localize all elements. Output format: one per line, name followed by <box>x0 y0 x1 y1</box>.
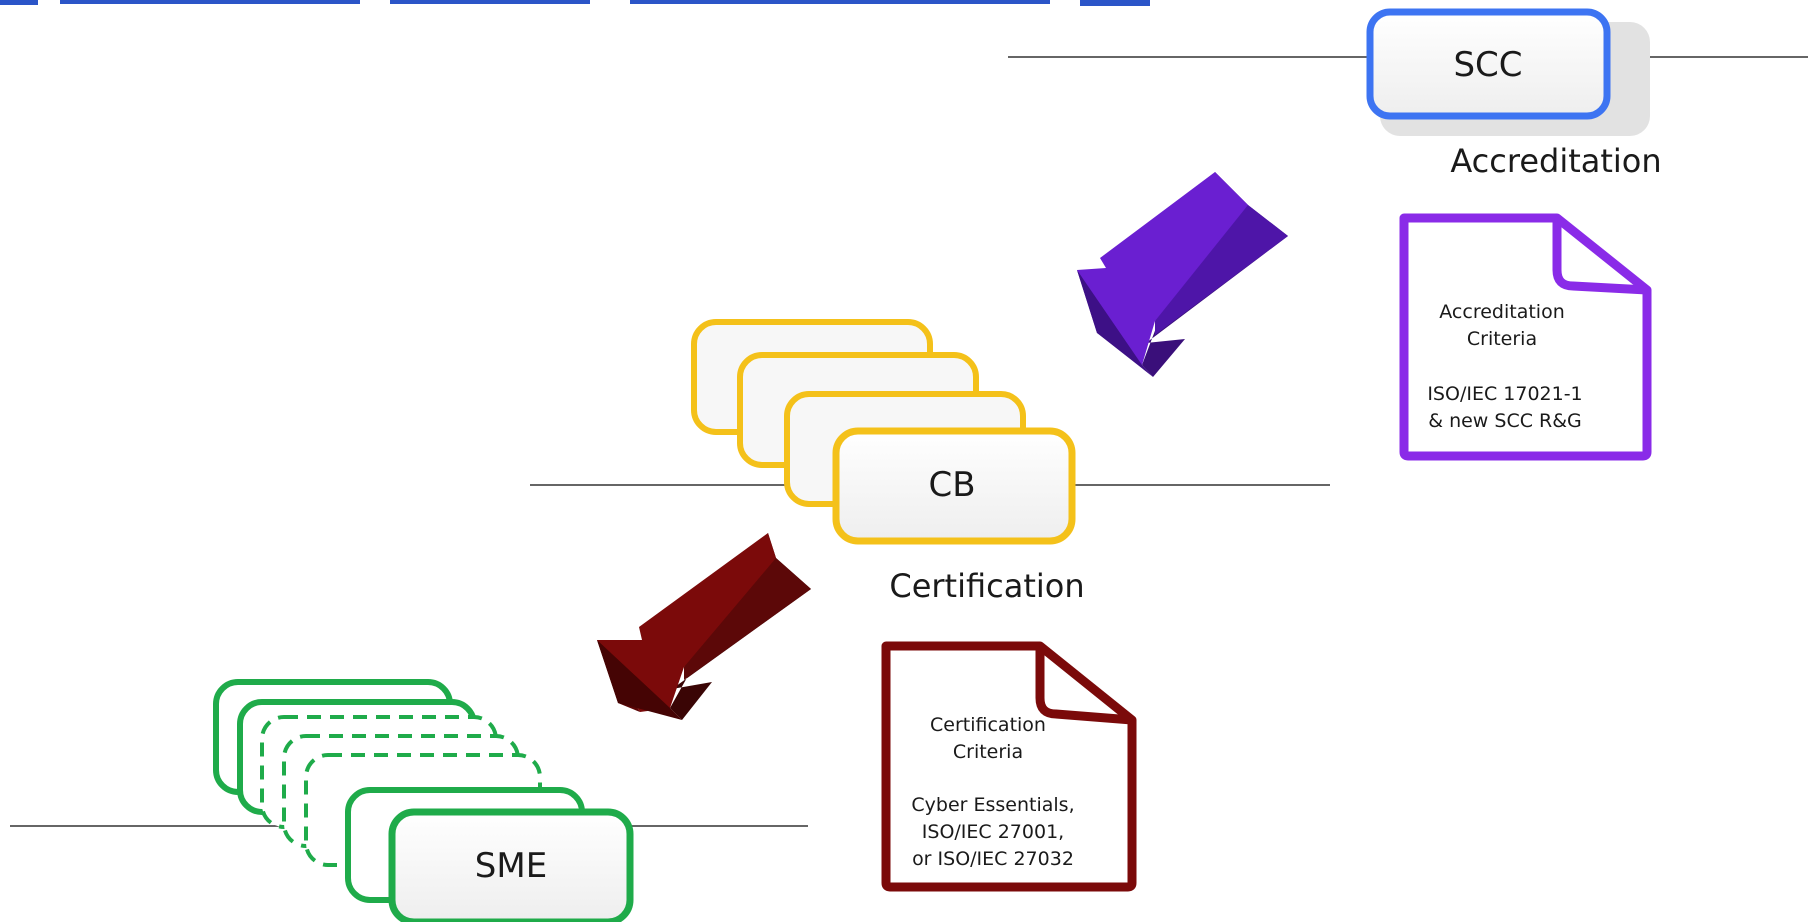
certification-doc-body-1: Cyber Essentials, <box>911 794 1074 816</box>
certification-caption: Certification <box>889 567 1084 605</box>
cropped-title-fragment <box>0 0 1150 6</box>
accreditation-doc-title-2: Criteria <box>1467 328 1537 350</box>
accreditation-flow-arrow <box>1077 172 1288 377</box>
accreditation-doc-body-2: & new SCC R&G <box>1428 410 1582 432</box>
scc-node: SCC <box>1366 8 1650 136</box>
scc-label: SCC <box>1453 45 1522 85</box>
certification-doc-title-2: Criteria <box>953 741 1023 763</box>
cb-label: CB <box>928 465 975 505</box>
certification-criteria-document: Certification Criteria Cyber Essentials,… <box>881 641 1137 892</box>
sme-stack: SME <box>213 679 634 922</box>
accreditation-doc-title-1: Accreditation <box>1439 301 1564 323</box>
certification-doc-title-1: Certification <box>930 714 1046 736</box>
sme-label: SME <box>475 846 547 886</box>
accreditation-criteria-document: Accreditation Criteria ISO/IEC 17021-1 &… <box>1399 213 1652 461</box>
certification-doc-body-2: ISO/IEC 27001, <box>922 821 1064 843</box>
accreditation-caption: Accreditation <box>1450 142 1661 180</box>
certification-doc-body-3: or ISO/IEC 27032 <box>912 848 1074 870</box>
cb-stack: CB <box>691 319 1076 545</box>
accreditation-doc-body-1: ISO/IEC 17021-1 <box>1427 383 1582 405</box>
certification-flow-arrow <box>597 533 811 720</box>
